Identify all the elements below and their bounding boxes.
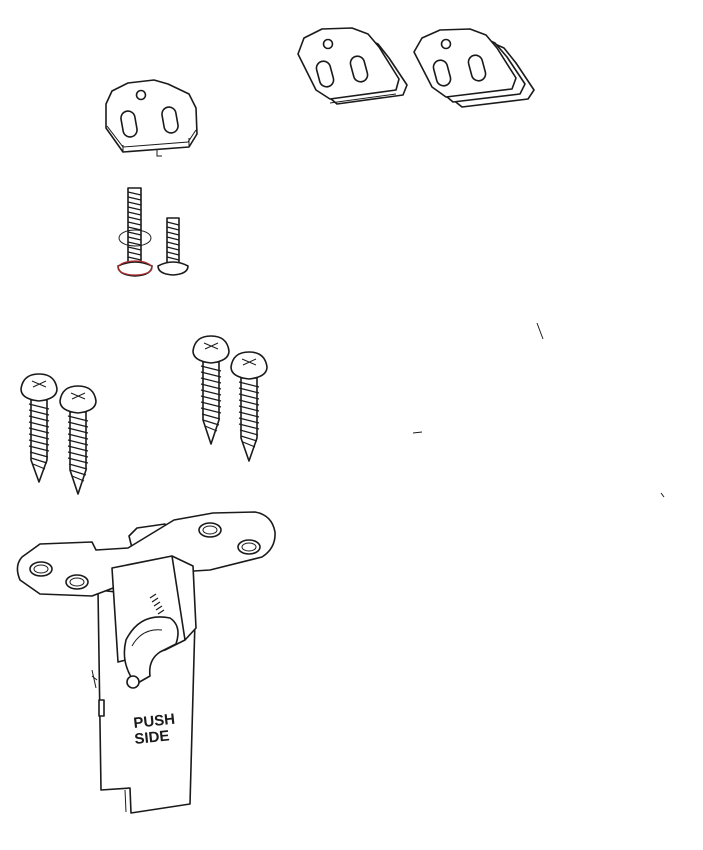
machine-screw-short [157,217,189,276]
washer-ring [117,260,153,276]
wood-screw-left-2 [59,385,97,495]
speck [412,431,423,434]
latch-label-side: SIDE [134,727,171,748]
shim-plate-triple [413,28,535,108]
shim-plate-single [105,79,198,157]
machine-screw-long [117,187,153,277]
speck [660,492,665,498]
shim-plate-double [297,27,408,105]
door-latch-catch: PUSH SIDE [16,511,276,814]
wood-screw-left-1 [20,373,58,483]
speck [536,322,544,340]
latch-label-push: PUSH [133,711,176,732]
wood-screw-right-1 [192,335,230,445]
wood-screw-right-2 [230,351,268,462]
